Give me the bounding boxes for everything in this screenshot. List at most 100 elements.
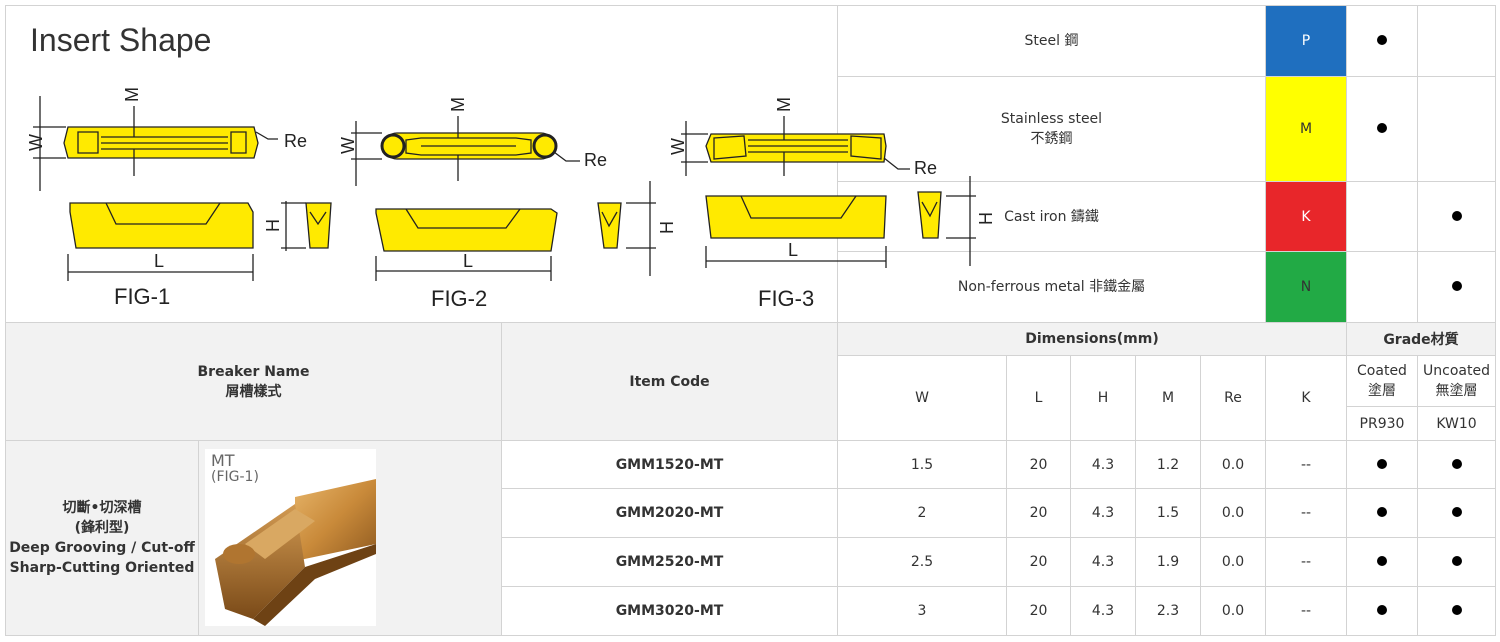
- cell-k: --: [1265, 440, 1347, 489]
- dot-icon: [1451, 281, 1462, 291]
- cell-k: --: [1265, 586, 1347, 636]
- material-name-cast-iron: Cast iron 鑄鐵: [837, 181, 1266, 252]
- dot-icon: [1377, 556, 1387, 566]
- cell-re: 0.0: [1200, 537, 1266, 587]
- dim-col-m: M: [1135, 355, 1201, 441]
- re-label: Re: [584, 150, 607, 170]
- item-code: GMM2020-MT: [501, 488, 838, 538]
- cell-h: 4.3: [1070, 440, 1136, 489]
- l-label: L: [463, 251, 473, 271]
- cell-h: 4.3: [1070, 488, 1136, 538]
- dot-icon: [1451, 507, 1462, 517]
- cell-re: 0.0: [1200, 440, 1266, 489]
- w-label: W: [26, 134, 46, 151]
- uncoated-mark: [1417, 488, 1496, 538]
- breaker-image-fig: (FIG-1): [211, 469, 259, 485]
- coated-mark: [1346, 76, 1418, 182]
- w-label: W: [668, 138, 688, 155]
- cell-w: 2.5: [837, 537, 1007, 587]
- fig-2-label: FIG-2: [431, 286, 488, 311]
- m-label: M: [774, 97, 794, 112]
- cell-w: 1.5: [837, 440, 1007, 489]
- cell-m: 1.9: [1135, 537, 1201, 587]
- w-label: W: [338, 137, 358, 154]
- insert-photo-image: [215, 479, 376, 626]
- material-code-n: N: [1265, 251, 1347, 323]
- cell-l: 20: [1006, 537, 1071, 587]
- cell-m: 2.3: [1135, 586, 1201, 636]
- table-row: 切斷•切深槽 (鋒利型) Deep Grooving / Cut-off Sha…: [5, 440, 1496, 636]
- cell-l: 20: [1006, 440, 1071, 489]
- cell-h: 4.3: [1070, 537, 1136, 587]
- dot-icon: [1451, 556, 1462, 566]
- cell-re: 0.0: [1200, 586, 1266, 636]
- insert-shape-figure: [5, 5, 838, 323]
- dimensions-header: Dimensions(mm): [837, 322, 1347, 356]
- l-label: L: [154, 251, 164, 271]
- table-row: GMM2520-MT 2.5 20 4.3 1.9 0.0 --: [6, 537, 1496, 587]
- uncoated-mark: [1417, 537, 1496, 587]
- coated-mark: [1346, 251, 1418, 323]
- dim-col-h: H: [1070, 355, 1136, 441]
- coated-mark: [1346, 181, 1418, 252]
- dot-icon: [1377, 458, 1387, 469]
- cell-w: 2: [837, 488, 1007, 538]
- insert-shape-diagram: W M Re H L W M Re L H W M Re L H: [26, 87, 996, 281]
- breaker-image-cell: MT (FIG-1): [198, 440, 502, 636]
- cell-re: 0.0: [1200, 488, 1266, 538]
- material-name-stainless: Stainless steel 不銹鋼: [837, 76, 1266, 182]
- material-code-k: K: [1265, 181, 1347, 252]
- h-label: H: [263, 219, 283, 232]
- coated-mark: [1346, 5, 1418, 77]
- dot-icon: [1451, 458, 1462, 469]
- uncoated-mark: [1417, 181, 1496, 252]
- table-row: GMM2020-MT 2 20 4.3 1.5 0.0 --: [6, 488, 1496, 538]
- table-row: GMM3020-MT 3 20 4.3 2.3 0.0 --: [6, 586, 1496, 636]
- fig-3-label: FIG-3: [758, 286, 815, 311]
- h-label: H: [657, 221, 677, 234]
- cell-k: --: [1265, 537, 1347, 587]
- dim-col-k: K: [1265, 355, 1347, 441]
- cell-w: 3: [837, 586, 1007, 636]
- dot-icon: [1451, 605, 1462, 615]
- dim-col-w: W: [837, 355, 1007, 441]
- dot-icon: [1377, 507, 1387, 517]
- dot-icon: [1377, 123, 1387, 133]
- uncoated-mark: [1417, 251, 1496, 323]
- uncoated-mark: [1417, 76, 1496, 182]
- cell-m: 1.2: [1135, 440, 1201, 489]
- insert-photo: MT (FIG-1): [205, 449, 376, 626]
- material-code-p: P: [1265, 5, 1347, 77]
- breaker-name-header: Breaker Name 屑槽樣式: [5, 322, 502, 441]
- uncoated-mark: [1417, 440, 1496, 489]
- insert-shape-title: Insert Shape: [30, 22, 212, 58]
- breaker-name: 切斷•切深槽 (鋒利型) Deep Grooving / Cut-off Sha…: [5, 440, 199, 636]
- m-label: M: [448, 97, 468, 112]
- cell-l: 20: [1006, 586, 1071, 636]
- grade-code-kw10: KW10: [1417, 406, 1496, 441]
- grade-col-coated: Coated 塗層: [1346, 355, 1418, 407]
- breaker-image-label: MT: [211, 451, 235, 470]
- l-label: L: [788, 240, 798, 260]
- coated-mark: [1346, 440, 1418, 489]
- m-label: M: [122, 87, 142, 102]
- material-code-m: M: [1265, 76, 1347, 182]
- uncoated-mark: [1417, 5, 1496, 77]
- item-code: GMM1520-MT: [501, 440, 838, 489]
- insert-spec-table: Steel 鋼 P Stainless steel 不銹鋼 M Cast iro…: [5, 5, 1496, 636]
- item-code: GMM2520-MT: [501, 537, 838, 587]
- grade-header: Grade材質: [1346, 322, 1496, 356]
- item-code: GMM3020-MT: [501, 586, 838, 636]
- cell-h: 4.3: [1070, 586, 1136, 636]
- grade-col-uncoated: Uncoated 無塗層: [1417, 355, 1496, 407]
- dot-icon: [1377, 35, 1387, 45]
- grade-code-pr930: PR930: [1346, 406, 1418, 441]
- coated-mark: [1346, 586, 1418, 636]
- dot-icon: [1451, 210, 1462, 221]
- dim-col-re: Re: [1200, 355, 1266, 441]
- cell-l: 20: [1006, 488, 1071, 538]
- re-label: Re: [914, 158, 937, 178]
- cell-m: 1.5: [1135, 488, 1201, 538]
- coated-mark: [1346, 537, 1418, 587]
- uncoated-mark: [1417, 586, 1496, 636]
